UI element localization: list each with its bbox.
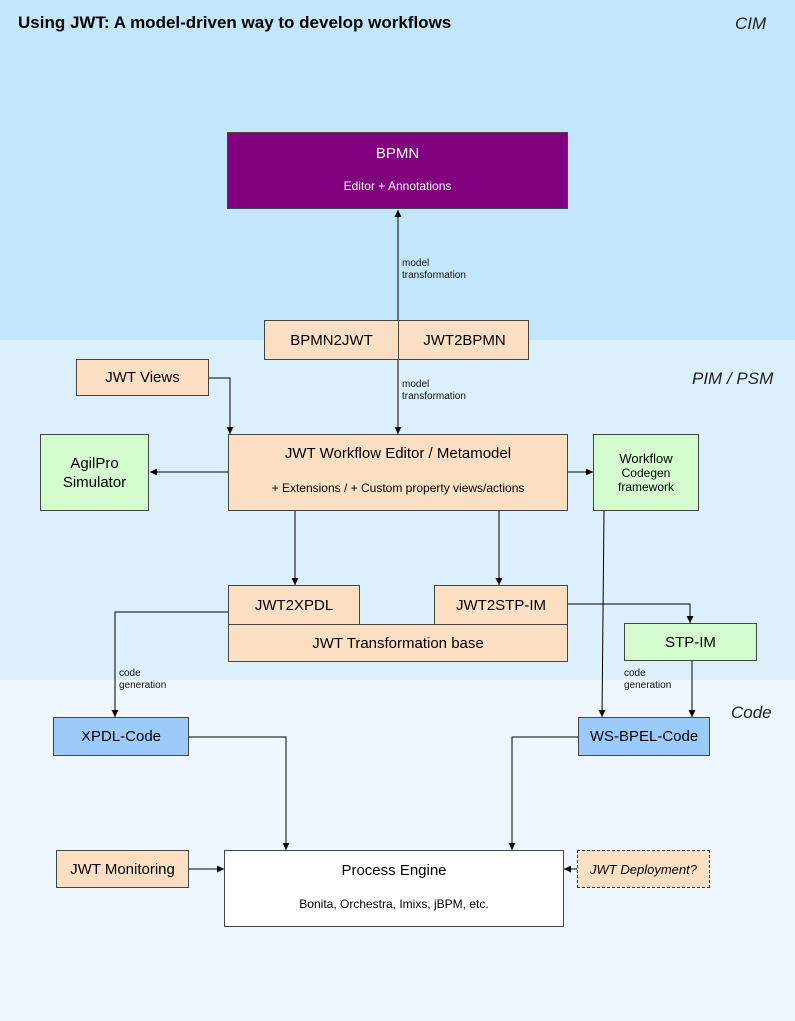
codegen-line3: framework (617, 480, 674, 494)
edge-views-editor (209, 377, 234, 434)
jwt2xpdl-node[interactable]: JWT2XPDL (228, 585, 360, 625)
edge-label-model-transformation: model transformation (402, 379, 466, 402)
jwt-workflow-editor-node[interactable]: JWT Workflow Editor / Metamodel + Extens… (228, 434, 568, 511)
agilpro-simulator-node[interactable]: AgilPro Simulator (40, 434, 149, 511)
workflow-codegen-framework-node[interactable]: Workflow Codegen framework (593, 434, 699, 511)
edge-label-code-generation: code generation (119, 668, 167, 691)
edge-codegen-wsbpel (598, 510, 606, 718)
codegen-line2: Codegen (621, 466, 671, 480)
edge-wsbpel-engine (508, 736, 578, 850)
jwt-views-node[interactable]: JWT Views (76, 359, 209, 396)
diagram-title: Using JWT: A model-driven way to develop… (18, 13, 452, 32)
bpmn2jwt-node[interactable]: BPMN2JWT (290, 332, 373, 349)
editor-title: JWT Workflow Editor / Metamodel (284, 444, 512, 462)
edge-jwt2xpdl-xpdlcode (111, 611, 228, 717)
jwt2bpmn-node[interactable]: JWT2BPMN (423, 332, 506, 349)
ws-bpel-code-node[interactable]: WS-BPEL-Code (578, 717, 710, 756)
editor-subtitle: + Extensions / + Custom property views/a… (271, 480, 525, 495)
jwt-monitoring-node[interactable]: JWT Monitoring (56, 850, 189, 888)
edge-xpdlcode-engine (189, 736, 290, 850)
edge-jwt2stpim-stpim (567, 603, 694, 623)
edge-label-model-transformation: model transformation (402, 258, 466, 281)
layer-label-cim: CIM (735, 14, 767, 33)
process-engine-node[interactable]: Process Engine Bonita, Orchestra, Imixs,… (224, 850, 564, 927)
edge-label-code-generation: code generation (624, 668, 672, 691)
xpdl-code-node[interactable]: XPDL-Code (53, 717, 189, 756)
codegen-line1: Workflow (619, 451, 673, 466)
jwt2stpim-node[interactable]: JWT2STP-IM (434, 585, 568, 625)
layer-label-pim-psm: PIM / PSM (692, 369, 774, 388)
bpmn-jwt-transformations-node: BPMN2JWT JWT2BPMN (264, 320, 529, 360)
bpmn-subtitle: Editor + Annotations (343, 178, 452, 193)
engine-title: Process Engine (341, 862, 447, 879)
divider (398, 321, 399, 359)
jwt-deployment-node[interactable]: JWT Deployment? (577, 850, 710, 888)
layer-label-code: Code (731, 703, 772, 722)
bpmn-title: BPMN (375, 144, 420, 162)
jwt-transformation-base-node[interactable]: JWT Transformation base (228, 624, 568, 662)
stp-im-node[interactable]: STP-IM (624, 623, 757, 661)
engine-subtitle: Bonita, Orchestra, Imixs, jBPM, etc. (299, 897, 489, 911)
bpmn-node[interactable]: BPMN Editor + Annotations (227, 132, 568, 209)
